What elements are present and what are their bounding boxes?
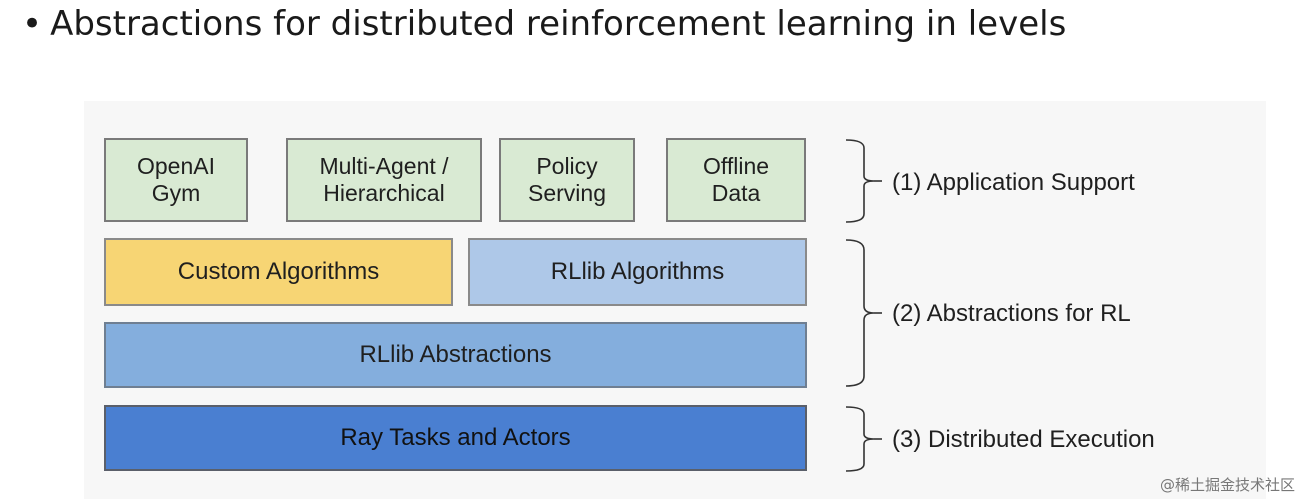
custom-algorithms-box: Custom Algorithms xyxy=(104,238,453,306)
level2-label: (2) Abstractions for RL xyxy=(892,300,1131,327)
brace-level1 xyxy=(845,139,882,223)
brace-level3 xyxy=(845,406,882,472)
slide-bullet: •Abstractions for distributed reinforcem… xyxy=(22,4,1066,44)
box-line: OpenAI xyxy=(137,153,215,179)
multi-agent-box: Multi-Agent /Hierarchical xyxy=(286,138,482,222)
slide-heading: Abstractions for distributed reinforceme… xyxy=(50,4,1067,44)
bullet-dot: • xyxy=(22,4,43,44)
box-line: Hierarchical xyxy=(323,180,445,206)
level3-label: (3) Distributed Execution xyxy=(892,426,1155,453)
level1-label: (1) Application Support xyxy=(892,169,1135,196)
box-line: Serving xyxy=(528,180,606,206)
box-line: Data xyxy=(711,180,761,206)
rllib-algorithms-box: RLlib Algorithms xyxy=(468,238,807,306)
ray-tasks-box: Ray Tasks and Actors xyxy=(104,405,807,471)
rllib-abstractions-box: RLlib Abstractions xyxy=(104,322,807,388)
brace-level2 xyxy=(845,239,882,387)
box-line: Offline xyxy=(702,153,770,179)
watermark: @稀土掘金技术社区 xyxy=(1159,476,1295,494)
box-line: Gym xyxy=(151,180,201,206)
box-line: Policy xyxy=(536,153,598,179)
box-line: Multi-Agent / xyxy=(319,153,449,179)
